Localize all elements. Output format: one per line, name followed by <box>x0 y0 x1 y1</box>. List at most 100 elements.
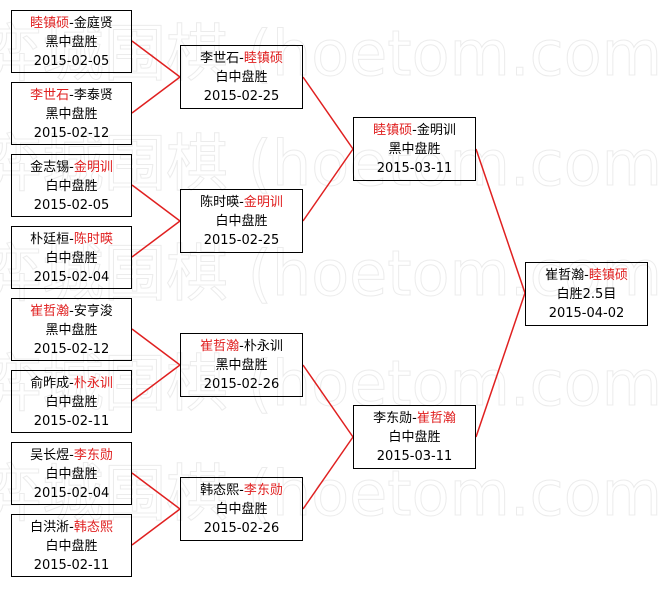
match-players: 白洪淅-韩态熙 <box>30 520 113 535</box>
player-2: 朴永训 <box>243 339 283 354</box>
match-players: 韩态熙-李东勋 <box>200 483 283 498</box>
match-date: 2015-02-26 <box>203 377 280 392</box>
player-1: 俞昨成 <box>30 376 70 391</box>
connector-line <box>131 40 181 78</box>
match-box-r2-3: 崔哲瀚-朴永训 黑中盘胜 2015-02-26 <box>180 333 303 397</box>
player-1: 陈时暎 <box>200 195 240 210</box>
match-box-r1-8: 白洪淅-韩态熙 白中盘胜 2015-02-11 <box>11 514 132 577</box>
match-box-r1-7: 吴长煜-李东勋 白中盘胜 2015-02-04 <box>11 442 132 505</box>
connector-line <box>302 76 354 150</box>
player-2: 朴永训 <box>73 376 113 391</box>
match-box-r2-1: 李世石-睦镇硕 白中盘胜 2015-02-25 <box>180 45 303 109</box>
connector-line <box>131 220 181 258</box>
player-1: 崔哲瀚 <box>200 339 240 354</box>
match-box-r1-4: 朴廷桓-陈时暎 白中盘胜 2015-02-04 <box>11 226 132 289</box>
player-2: 韩态熙 <box>73 520 113 535</box>
match-players: 崔哲瀚-朴永训 <box>200 339 283 354</box>
player-2: 李泰贤 <box>73 88 113 103</box>
match-box-r2-2: 陈时暎-金明训 白中盘胜 2015-02-25 <box>180 189 303 253</box>
player-2: 崔哲瀚 <box>416 411 456 426</box>
match-date: 2015-02-04 <box>33 270 110 285</box>
connector-line <box>475 148 526 294</box>
match-result: 白中盘胜 <box>215 70 268 85</box>
player-2: 睦镇硕 <box>588 268 628 283</box>
player-1: 李世石 <box>30 88 70 103</box>
match-players: 俞昨成-朴永训 <box>30 376 113 391</box>
match-date: 2015-02-05 <box>33 198 110 213</box>
connector-line <box>302 148 354 222</box>
match-date: 2015-03-11 <box>376 161 453 176</box>
player-1: 睦镇硕 <box>30 16 70 31</box>
match-date: 2015-04-02 <box>548 306 625 321</box>
connector-line <box>131 508 181 546</box>
match-box-r1-3: 金志锡-金明训 白中盘胜 2015-02-05 <box>11 154 132 217</box>
player-2: 金明训 <box>416 123 456 138</box>
match-players: 李东勋-崔哲瀚 <box>373 411 456 426</box>
player-2: 李东勋 <box>243 483 283 498</box>
match-result: 黑中盘胜 <box>45 35 98 50</box>
match-players: 朴廷桓-陈时暎 <box>30 232 113 247</box>
match-date: 2015-02-11 <box>33 558 110 573</box>
match-date: 2015-02-26 <box>203 521 280 536</box>
match-players: 李世石-李泰贤 <box>30 88 113 103</box>
player-1: 白洪淅 <box>30 520 70 535</box>
match-result: 白中盘胜 <box>215 502 268 517</box>
match-result: 黑中盘胜 <box>388 142 441 157</box>
player-2: 金明训 <box>73 160 113 175</box>
match-result: 白中盘胜 <box>45 251 98 266</box>
player-1: 李世石 <box>200 51 240 66</box>
match-date: 2015-02-05 <box>33 54 110 69</box>
match-date: 2015-02-11 <box>33 414 110 429</box>
player-1: 崔哲瀚 <box>545 268 585 283</box>
player-1: 崔哲瀚 <box>30 304 70 319</box>
connector-line <box>131 472 181 510</box>
player-2: 安亨浚 <box>73 304 113 319</box>
match-date: 2015-02-25 <box>203 233 280 248</box>
match-box-r1-6: 俞昨成-朴永训 白中盘胜 2015-02-11 <box>11 370 132 433</box>
player-1: 李东勋 <box>373 411 413 426</box>
connector-line <box>131 76 181 114</box>
match-box-r1-2: 李世石-李泰贤 黑中盘胜 2015-02-12 <box>11 82 132 145</box>
connector-line <box>131 364 181 402</box>
match-date: 2015-02-25 <box>203 89 280 104</box>
match-date: 2015-03-11 <box>376 449 453 464</box>
connector-line <box>302 364 354 438</box>
connector-line <box>475 292 526 438</box>
match-box-r1-5: 崔哲瀚-安亨浚 黑中盘胜 2015-02-12 <box>11 298 132 361</box>
player-2: 睦镇硕 <box>243 51 283 66</box>
match-players: 金志锡-金明训 <box>30 160 113 175</box>
match-result: 白中盘胜 <box>45 467 98 482</box>
match-players: 睦镇硕-金明训 <box>373 123 456 138</box>
match-result: 白中盘胜 <box>215 214 268 229</box>
match-box-r1-1: 睦镇硕-金庭贤 黑中盘胜 2015-02-05 <box>11 10 132 73</box>
match-players: 陈时暎-金明训 <box>200 195 283 210</box>
match-date: 2015-02-12 <box>33 342 110 357</box>
match-players: 崔哲瀚-安亨浚 <box>30 304 113 319</box>
connector-line <box>302 436 354 510</box>
player-1: 金志锡 <box>30 160 70 175</box>
player-1: 韩态熙 <box>200 483 240 498</box>
match-result: 黑中盘胜 <box>45 107 98 122</box>
match-result: 白中盘胜 <box>45 179 98 194</box>
match-result: 白中盘胜 <box>45 395 98 410</box>
player-2: 金庭贤 <box>73 16 113 31</box>
match-box-r3-1: 睦镇硕-金明训 黑中盘胜 2015-03-11 <box>353 117 476 181</box>
connector-line <box>131 328 181 366</box>
match-result: 白胜2.5目 <box>556 287 617 302</box>
player-2: 李东勋 <box>73 448 113 463</box>
match-date: 2015-02-04 <box>33 486 110 501</box>
connector-line <box>131 184 181 222</box>
match-date: 2015-02-12 <box>33 126 110 141</box>
match-box-final: 崔哲瀚-睦镇硕 白胜2.5目 2015-04-02 <box>525 262 648 326</box>
match-players: 崔哲瀚-睦镇硕 <box>545 268 628 283</box>
match-result: 黑中盘胜 <box>215 358 268 373</box>
player-2: 陈时暎 <box>73 232 113 247</box>
player-1: 朴廷桓 <box>30 232 70 247</box>
match-players: 睦镇硕-金庭贤 <box>30 16 113 31</box>
match-box-r2-4: 韩态熙-李东勋 白中盘胜 2015-02-26 <box>180 477 303 541</box>
match-players: 李世石-睦镇硕 <box>200 51 283 66</box>
match-result: 白中盘胜 <box>388 430 441 445</box>
player-1: 吴长煜 <box>30 448 70 463</box>
match-players: 吴长煜-李东勋 <box>30 448 113 463</box>
